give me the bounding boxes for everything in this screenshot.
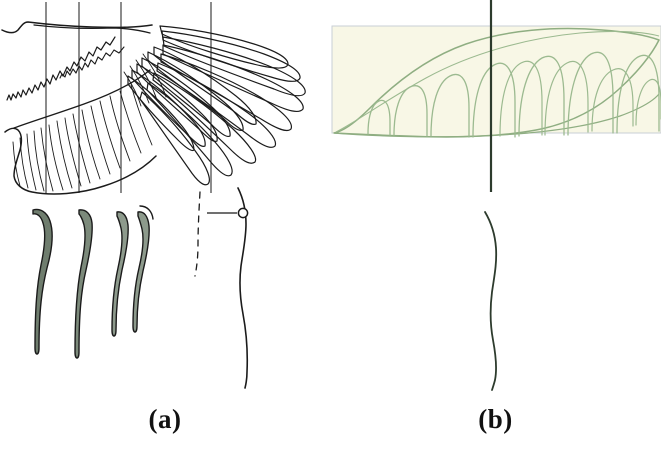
feather-rib-8: [499, 60, 543, 137]
feather-rib-5: [518, 55, 565, 137]
dashed-reference-line: [194, 191, 201, 277]
feather-rib-2: [393, 85, 428, 137]
body-profile-group: [194, 187, 249, 389]
torso-profile-curve: [237, 187, 249, 389]
wing-camber-line: [335, 31, 660, 133]
feather-section-3: [111, 211, 129, 337]
feather-cross-sections-group: [32, 205, 154, 359]
panel-a-label: (a): [148, 404, 182, 434]
bird-wing-line-drawing: [1, 21, 306, 195]
open-circle-measurement-point: [237, 207, 249, 219]
panel-a-drawing: [1, 2, 306, 389]
feather-rib-7: [616, 54, 660, 134]
feather-section-4-arc: [139, 205, 154, 220]
wrist-detail-strokes: [123, 53, 167, 107]
panel-a: (a): [0, 0, 330, 453]
feather-rib-6: [567, 51, 614, 136]
feather-section-2: [74, 209, 93, 359]
torso-profile-curve-b: [484, 211, 498, 391]
covert-body-top: [13, 69, 151, 129]
feather-rib-3: [430, 73, 470, 138]
feather-rib-1: [367, 99, 391, 136]
feather-section-4: [132, 211, 150, 333]
panel-b-drawing: [331, 0, 661, 391]
feather-rib-10: [591, 68, 634, 132]
feather-section-1: [32, 208, 53, 355]
primary-feathers: [139, 25, 306, 186]
covert-margin-lower: [59, 46, 125, 79]
covert-body-outline: [4, 127, 157, 195]
feather-ribs-group: [367, 51, 660, 138]
panel-b: (b): [330, 0, 661, 453]
feather-rib-4: [472, 62, 516, 138]
wing-chord-line: [333, 93, 660, 138]
wing-leading-edge: [1, 21, 153, 34]
feather-rib-9: [544, 60, 589, 136]
panel-b-label: (b): [478, 404, 513, 434]
wing-leading-edge-lower: [33, 24, 151, 34]
covert-feather-strokes: [12, 84, 153, 192]
covert-margin-upper: [6, 36, 116, 101]
